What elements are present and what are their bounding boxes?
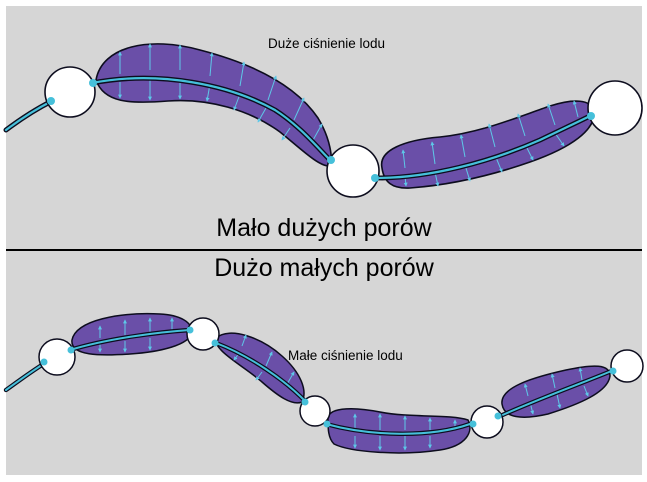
- soil-grain-large-2: [327, 145, 379, 197]
- heading-small-pores: Dużo małych porów: [6, 254, 642, 283]
- section-divider: [6, 249, 642, 251]
- small-pores-section: [6, 314, 643, 453]
- soil-grain-small-1: [39, 339, 75, 375]
- heading-large-pores: Mało dużych porów: [6, 214, 642, 243]
- ice-crystal-small-2: [216, 333, 304, 403]
- soil-grain-large-3: [588, 81, 642, 135]
- ice-crystal-large-1: [96, 44, 331, 166]
- low-pressure-label: Małe ciśnienie lodu: [288, 348, 403, 363]
- soil-grain-large-1: [45, 67, 95, 117]
- soil-grain-small-5: [611, 350, 643, 382]
- large-pores-section: [6, 44, 642, 197]
- high-pressure-label: Duże ciśnienie lodu: [268, 36, 385, 51]
